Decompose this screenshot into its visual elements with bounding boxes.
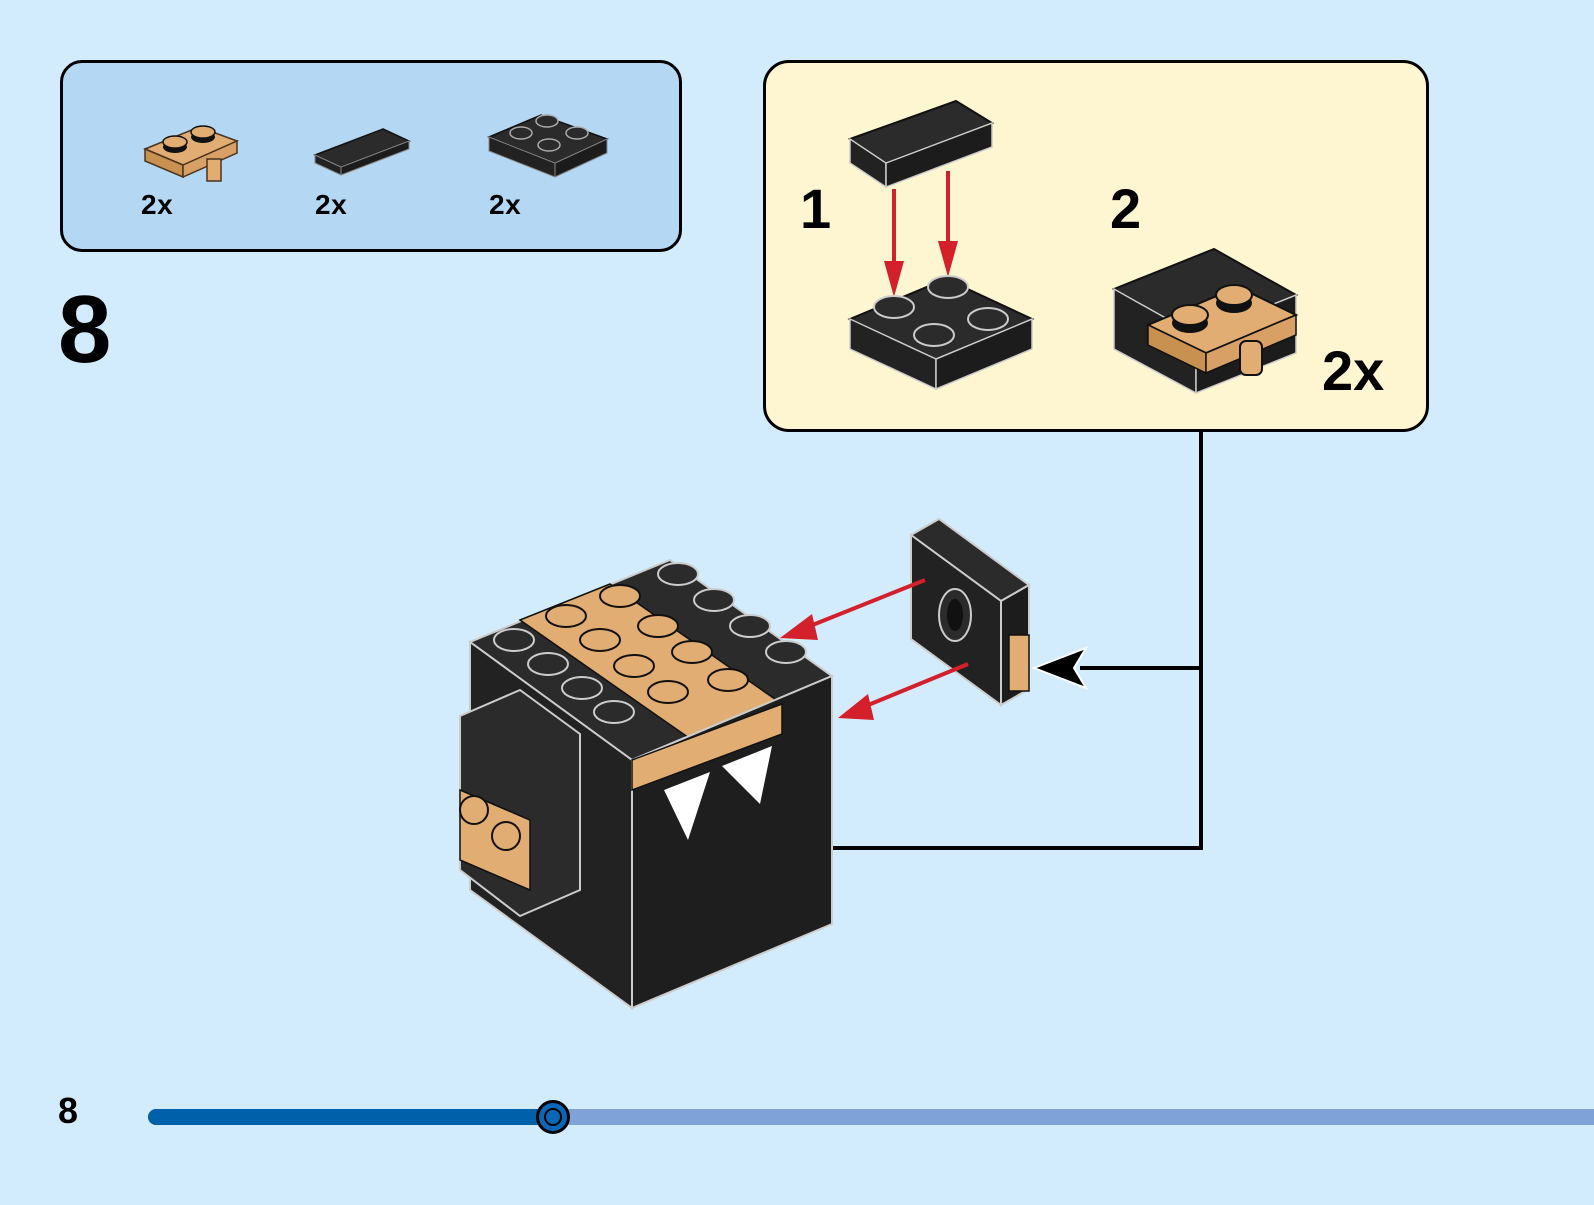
black-tile-icon xyxy=(847,99,995,189)
parts-list-callout: 2x 2x 2x xyxy=(60,60,682,252)
black-tile-icon xyxy=(313,128,411,176)
progress-knob[interactable] xyxy=(535,1100,570,1134)
attaching-piece-illustration xyxy=(909,517,1031,707)
progress-fill xyxy=(148,1109,553,1125)
tooth-icon xyxy=(722,746,772,804)
black-plate-2x2-icon xyxy=(847,275,1035,391)
part-quantity: 2x xyxy=(141,189,174,220)
red-down-arrow-icon xyxy=(938,171,958,277)
sub-step-number-2: 2 xyxy=(1110,177,1142,240)
red-down-arrow-icon xyxy=(884,189,904,297)
sub-assembly-multiplier: 2x xyxy=(1322,339,1385,402)
page-number: 8 xyxy=(58,1090,79,1131)
tan-clip-plate-icon xyxy=(143,125,239,182)
main-model-illustration xyxy=(459,558,835,1010)
sub-step-1-illustration xyxy=(847,99,1035,391)
progress-bar[interactable] xyxy=(148,1100,1594,1134)
sub-step-2-illustration xyxy=(1111,247,1299,395)
tooth-icon xyxy=(664,772,710,840)
sub-assembly-callout: 1 2 2x xyxy=(763,60,1429,432)
part-quantity: 2x xyxy=(315,189,348,220)
part-quantity: 2x xyxy=(489,189,522,220)
tan-clip-plate-icon xyxy=(1145,284,1299,376)
black-plate-2x2-icon xyxy=(487,114,609,178)
step-number: 8 xyxy=(58,276,112,383)
sub-step-number-1: 1 xyxy=(800,177,832,240)
